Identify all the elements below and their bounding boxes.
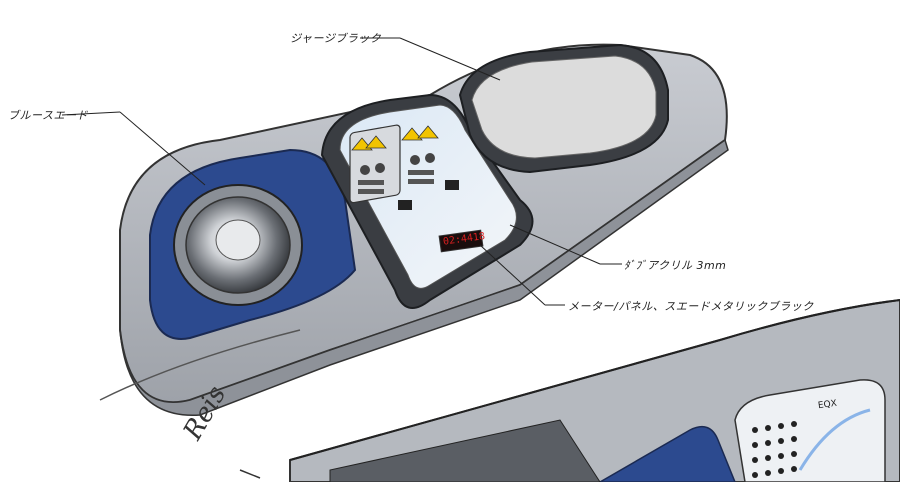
- lower-speaker-grille: [329, 419, 601, 482]
- annotation-meter-panel: メーター/パネル、スエードメタリックブラック: [568, 300, 814, 313]
- lower-eq-panel: [734, 379, 886, 482]
- warning-icon: [365, 135, 387, 149]
- annotation-blue-suede: ブルースエード: [8, 109, 88, 122]
- meter-module-left: [349, 124, 412, 210]
- eq-buttons: [752, 421, 797, 478]
- meter-module-right: [401, 125, 459, 190]
- warning-icon: [417, 125, 439, 139]
- annotation-jersey-black: ジャージブラック: [290, 32, 382, 45]
- annotation-acrylic: ﾀﾞﾌﾞアクリル 3mm: [624, 259, 727, 272]
- speaker-icon: [173, 184, 303, 306]
- lower-blue-trim: [598, 425, 736, 482]
- warning-icon: [401, 127, 423, 141]
- digital-display: [438, 229, 484, 253]
